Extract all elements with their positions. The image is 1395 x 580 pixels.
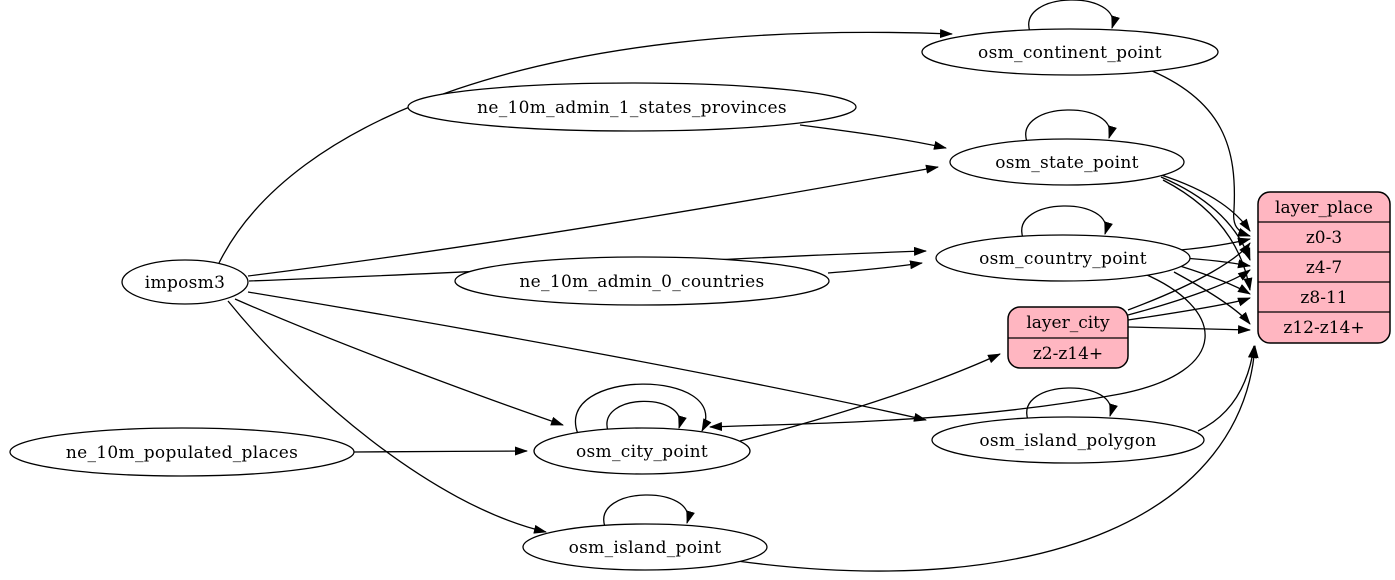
edge-osm_island_point-layer_place-z12-z14: [736, 345, 1259, 572]
node-osm_country_point: osm_country_point: [935, 234, 1191, 282]
node-osm_island_polygon-shape: [931, 416, 1205, 464]
node-imposm3-shape: [121, 259, 249, 305]
record-layer_city-title: layer_city: [1026, 313, 1110, 333]
edge-osm_country_point-layer_place-z4-7: [1181, 257, 1251, 269]
node-osm_island_point-shape: [522, 523, 768, 571]
node-osm_city_point-shape: [533, 427, 751, 475]
node-imposm3: imposm3: [121, 259, 249, 305]
node-osm_island_polygon-label: osm_island_polygon: [979, 431, 1156, 451]
edge-osm_country_point-layer_place-z8-11: [1179, 265, 1251, 295]
edge-imposm3-osm_island_point: [227, 300, 547, 534]
edge-ne_10m_admin_1_states_provinces-osm_state_point: [799, 124, 947, 150]
node-osm_state_point-label: osm_state_point: [995, 153, 1139, 173]
selfloop-osm_country_point: [1021, 205, 1113, 239]
node-ne_10m_admin_1_states_provinces: ne_10m_admin_1_states_provinces: [407, 82, 857, 132]
edge-osm_country_point-osm_city_point: [709, 271, 1206, 432]
node-osm_island_polygon: osm_island_polygon: [931, 416, 1205, 464]
edge-ne_10m_populated_places-osm_city_point: [353, 446, 528, 456]
record-layer_place-title: layer_place: [1275, 198, 1373, 218]
edge-imposm3-osm_continent_point: [218, 29, 953, 264]
edge-layer_city-layer_place-z8-11: [1127, 297, 1251, 321]
selfloop-osm_state_point: [1025, 109, 1117, 143]
edge-imposm3-osm_city_point: [234, 298, 564, 426]
edge-layer_city-layer_place-z12-z14: [1127, 325, 1251, 335]
edge-osm_state_point-layer_place-z0-3: [1157, 173, 1251, 232]
node-osm_city_point-label: osm_city_point: [576, 442, 708, 462]
node-ne_10m_admin_1_states_provinces-label: ne_10m_admin_1_states_provinces: [477, 98, 787, 118]
record-layer_place: layer_place z0-3 z4-7 z8-11 z12-z14+: [1257, 191, 1391, 344]
node-osm_island_point: osm_island_point: [522, 523, 768, 571]
record-layer_place-row-z8-11: z8-11: [1300, 288, 1347, 308]
node-ne_10m_populated_places: ne_10m_populated_places: [9, 427, 355, 477]
record-layer_place-row-z4-7: z4-7: [1306, 258, 1342, 278]
node-osm_country_point-label: osm_country_point: [979, 249, 1147, 269]
node-osm_continent_point: osm_continent_point: [921, 28, 1219, 76]
node-ne_10m_admin_0_countries-label: ne_10m_admin_0_countries: [519, 272, 764, 292]
edge-layer_city-layer_place-z4-7: [1127, 269, 1251, 316]
record-layer_city: layer_city z2-z14+: [1007, 306, 1129, 369]
edge-ne_10m_admin_0_countries-osm_country_point: [827, 260, 923, 274]
record-layer_place-box: [1257, 191, 1391, 344]
node-imposm3-label: imposm3: [145, 273, 225, 293]
node-ne_10m_admin_1_states_provinces-shape: [407, 82, 857, 132]
selfloop-osm_continent_point: [1028, 0, 1120, 33]
selfloop-osm_city_point-inner: [606, 400, 687, 432]
node-ne_10m_admin_0_countries-shape: [454, 256, 830, 306]
node-osm_island_point-label: osm_island_point: [569, 538, 722, 558]
selfloop-osm_island_point: [603, 494, 695, 528]
record-layer_place-row-z12-z14: z12-z14+: [1283, 318, 1364, 338]
node-ne_10m_populated_places-label: ne_10m_populated_places: [66, 443, 298, 463]
edge-layer_city-layer_place-z0-3: [1127, 242, 1251, 311]
node-osm_state_point-shape: [949, 138, 1185, 186]
selfloop-osm_island_polygon: [1026, 387, 1118, 421]
record-layer_place-row-z0-3: z0-3: [1306, 228, 1342, 248]
edge-imposm3-osm_state_point: [247, 164, 939, 277]
edge-osm_country_point-layer_place-z0-3: [1179, 237, 1251, 251]
node-ne_10m_populated_places-shape: [9, 427, 355, 477]
record-layer_city-row-z2-z14: z2-z14+: [1033, 344, 1103, 364]
selfloop-osm_city_point-outer: [574, 383, 712, 435]
edge-osm_continent_point-layer_place-z0-3: [1144, 67, 1251, 237]
node-osm_country_point-shape: [935, 234, 1191, 282]
edge-osm_island_polygon-layer_place-z12-z14: [1197, 345, 1257, 432]
node-osm_city_point: osm_city_point: [533, 427, 751, 475]
node-osm_continent_point-label: osm_continent_point: [978, 43, 1162, 63]
edge-imposm3-osm_island_polygon: [247, 291, 927, 422]
node-osm_continent_point-shape: [921, 28, 1219, 76]
node-osm_state_point: osm_state_point: [949, 138, 1185, 186]
edges: [218, 0, 1259, 572]
node-ne_10m_admin_0_countries: ne_10m_admin_0_countries: [454, 256, 830, 306]
edge-osm_city_point-layer_city-z2-z14: [739, 353, 1001, 442]
